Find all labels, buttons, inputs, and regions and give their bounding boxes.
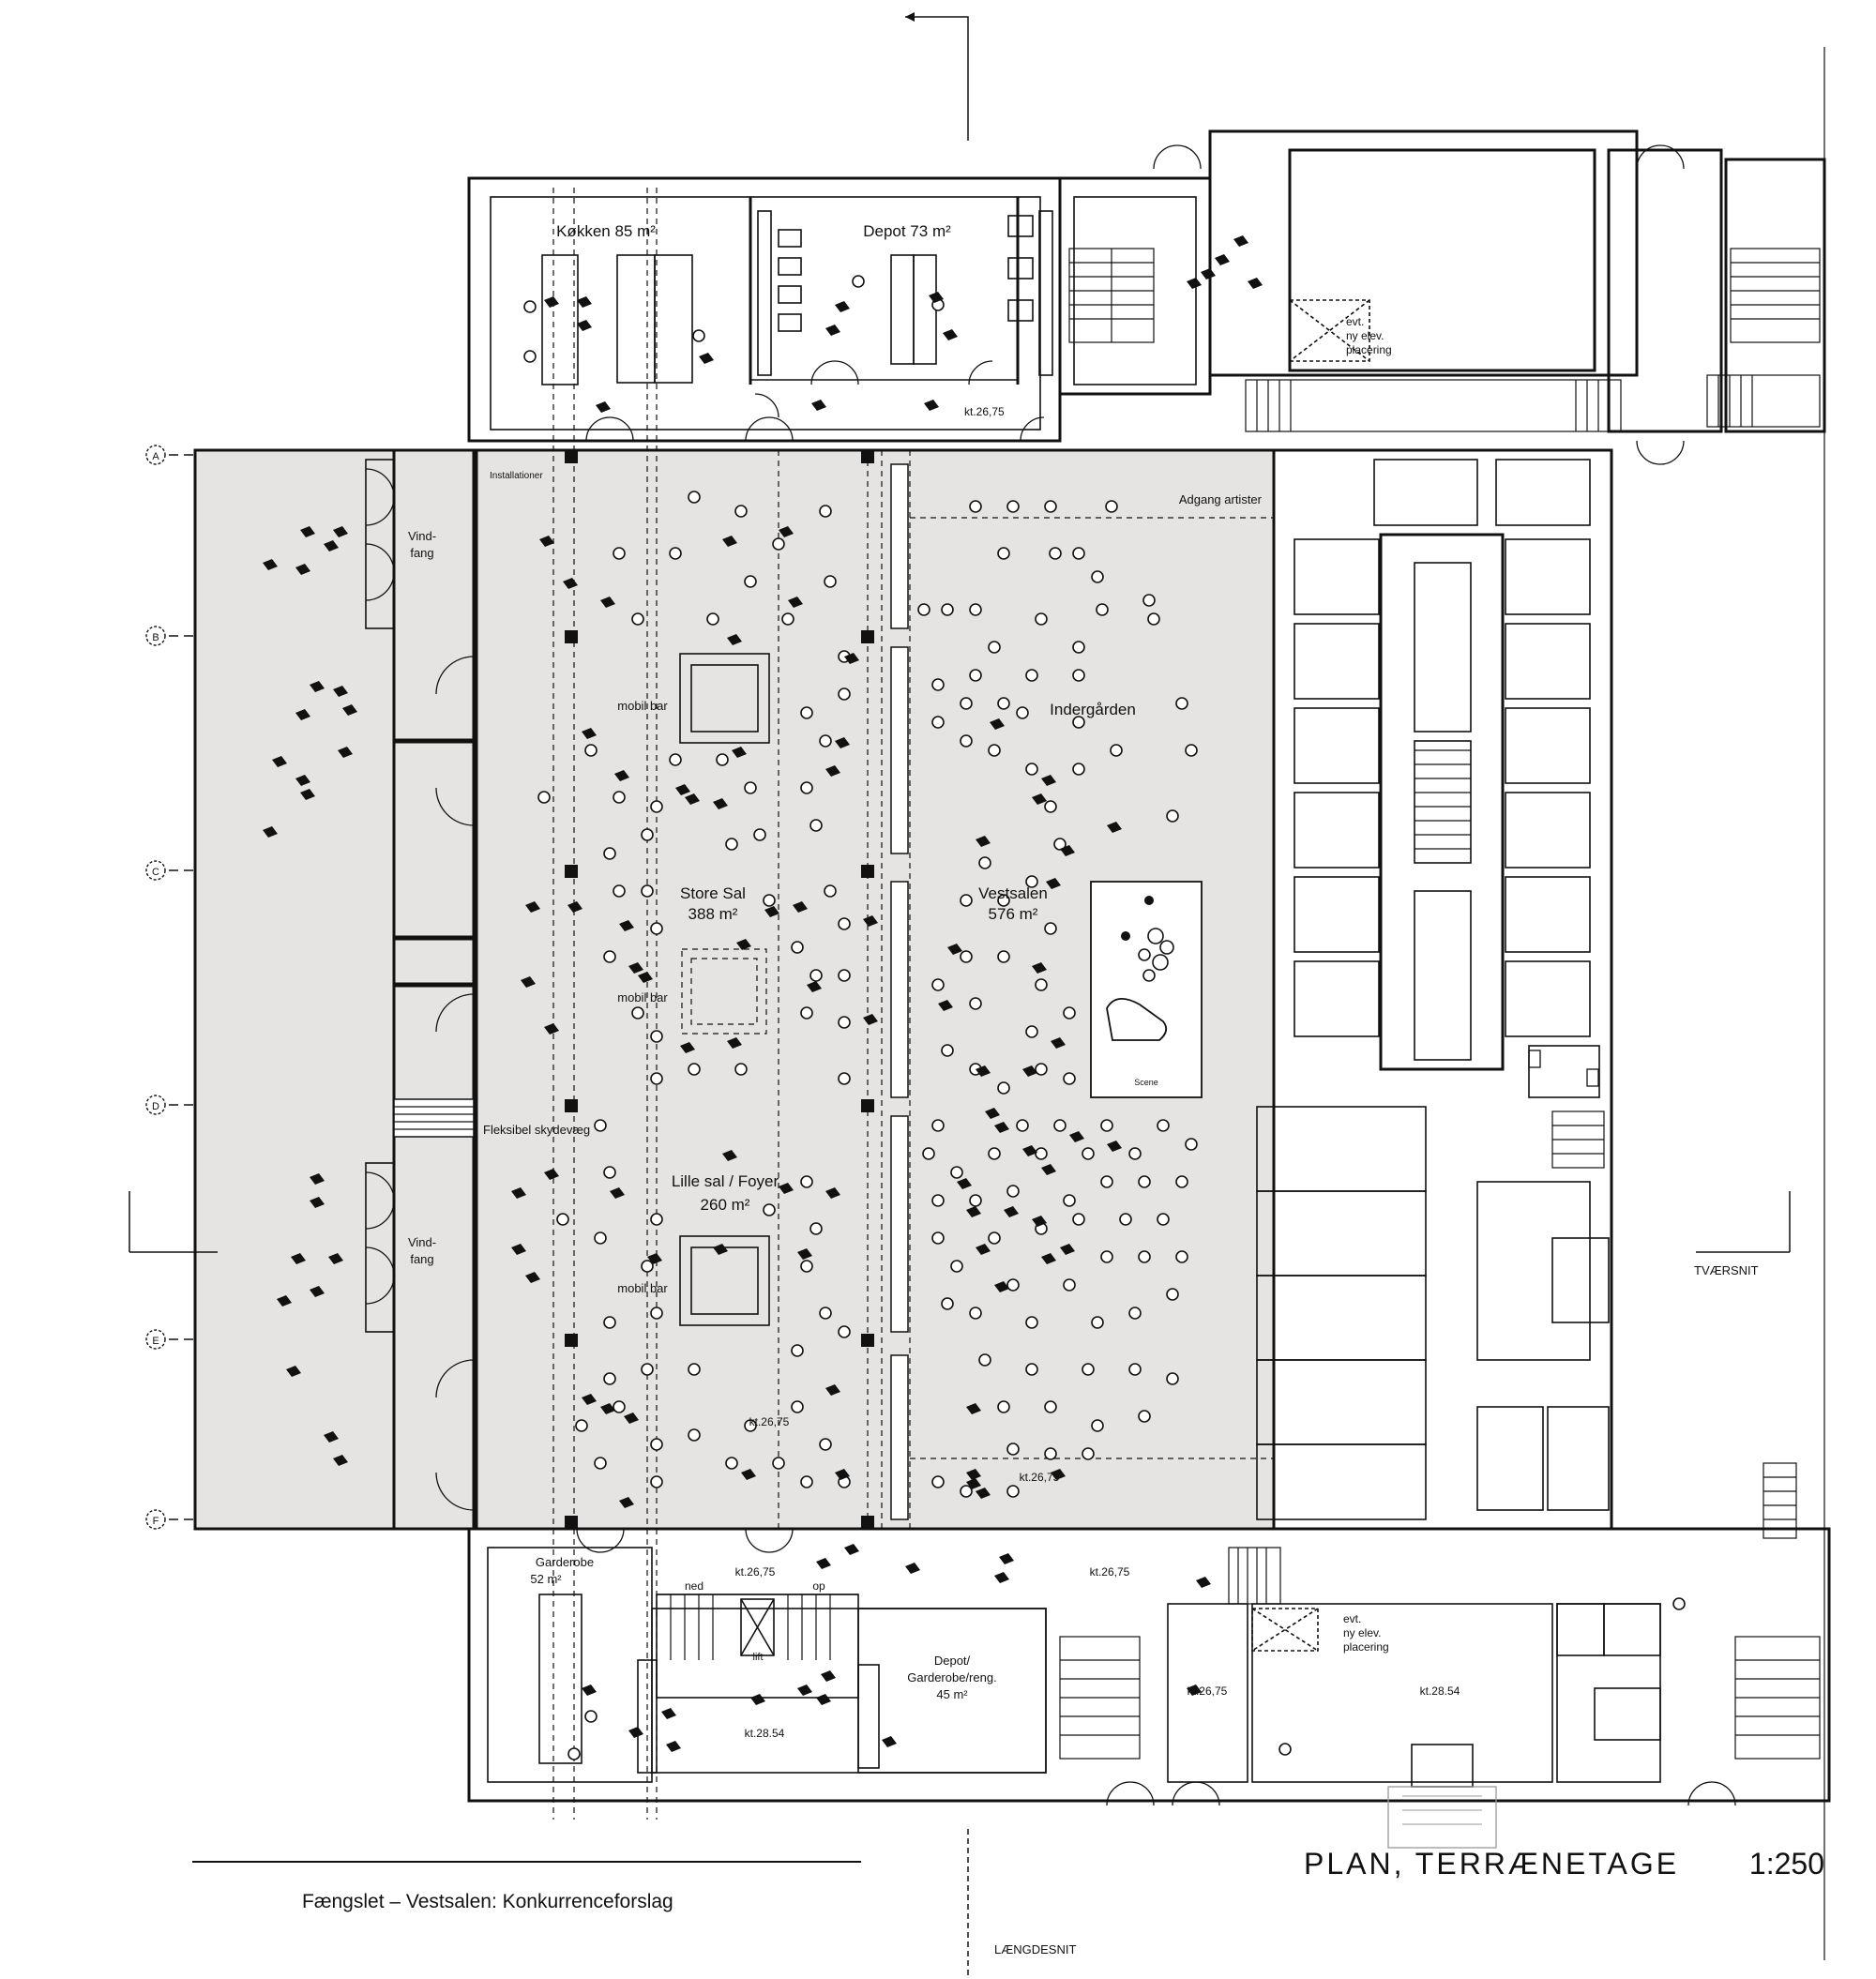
label-stage: Scene xyxy=(1134,1078,1158,1087)
sheet-scale: 1:250 xyxy=(1749,1847,1824,1881)
label-lille-sal-area: 260 m² xyxy=(701,1196,750,1214)
hall-partition xyxy=(890,463,909,1520)
title-block xyxy=(192,47,1825,1960)
project-title: Fængslet – Vestsalen: Konkurrenceforslag xyxy=(302,1891,673,1912)
label-mobile-bar-3: mobil bar xyxy=(617,1281,668,1295)
grid-axis-a-label: A xyxy=(152,451,159,462)
grid-axis-c: C xyxy=(145,860,166,881)
label-windbreak-bottom-2: fang xyxy=(410,1252,433,1266)
label-level-hall-2: kt.26,75 xyxy=(1020,1471,1060,1484)
label-windbreak-bottom-1: Vind- xyxy=(408,1235,436,1249)
label-store-sal-area: 388 m² xyxy=(688,905,738,923)
label-depot-bottom-2: Garderobe/reng. xyxy=(907,1670,996,1684)
label-level-hall-1: kt.26,75 xyxy=(749,1415,790,1428)
label-elevator-top-2: ny elev. xyxy=(1346,329,1384,342)
grid-axis-d: D xyxy=(145,1095,166,1115)
label-courtyard: Indergården xyxy=(1050,701,1136,718)
grid-axis-b: B xyxy=(145,626,166,646)
grid-axis-d-label: D xyxy=(152,1101,159,1112)
label-level-low-3: kt.28.54 xyxy=(1420,1684,1460,1698)
label-depot-bottom-3: 45 m² xyxy=(936,1687,968,1701)
label-mobile-bar-1: mobil bar xyxy=(617,699,668,713)
grid-axis-b-label: B xyxy=(152,632,159,643)
label-vestsalen-name: Vestsalen xyxy=(978,884,1048,902)
section-markers xyxy=(129,12,1791,1979)
label-wardrobe-name: Garderobe xyxy=(536,1555,594,1569)
label-level-low-1: kt.28.54 xyxy=(745,1727,785,1740)
label-store-sal-name: Store Sal xyxy=(680,884,746,902)
stage xyxy=(1090,881,1203,1098)
label-stairs-up: op xyxy=(812,1579,825,1593)
label-wardrobe-area: 52 m² xyxy=(530,1572,562,1586)
sheet-title: PLAN, TERRÆNETAGE xyxy=(1304,1847,1679,1881)
label-elevator-bottom-1: evt. xyxy=(1343,1612,1361,1625)
label-depot-top: Depot 73 m² xyxy=(863,222,951,240)
label-installations: Installationer xyxy=(490,471,543,481)
label-mobile-bar-2: mobil bar xyxy=(617,990,668,1005)
label-elevator-top-1: evt. xyxy=(1346,315,1364,328)
columns xyxy=(565,450,874,1529)
label-section-long: LÆNGDESNIT xyxy=(994,1942,1076,1956)
facade-west xyxy=(365,450,476,1529)
label-level-top: kt.26,75 xyxy=(964,405,1005,418)
grid-axis-c-label: C xyxy=(152,867,159,878)
lounge-chairs xyxy=(263,235,1263,1752)
section-line-long-top xyxy=(905,16,969,141)
label-level-corr-1: kt.26,75 xyxy=(735,1565,776,1579)
grid-axis-markers: A B C D E F xyxy=(145,445,166,1530)
seating-tables xyxy=(523,275,1686,1760)
label-level-low-2: kt.26,75 xyxy=(1188,1684,1228,1698)
grid-axis-e: E xyxy=(145,1329,166,1350)
label-kitchen: Køkken 85 m² xyxy=(556,222,656,240)
label-windbreak-top-1: Vind- xyxy=(408,529,436,543)
label-elevator-top-3: placering xyxy=(1346,343,1392,356)
labels: Køkken 85 m² Depot 73 m² kt.26,75 evt. n… xyxy=(302,222,1824,1956)
grid-axis-e-label: E xyxy=(152,1336,159,1347)
right-cell-block xyxy=(1256,448,1797,1539)
label-lille-sal-name: Lille sal / Foyer xyxy=(672,1172,779,1190)
top-wing xyxy=(467,176,1062,443)
label-windbreak-top-2: fang xyxy=(410,546,433,560)
grid-axis-f: F xyxy=(145,1509,166,1530)
outdoor-canopy-area xyxy=(193,448,478,1531)
label-elevator-bottom-2: ny elev. xyxy=(1343,1626,1381,1639)
top-right-block xyxy=(1058,129,1826,465)
grid-axis-a: A xyxy=(145,445,166,465)
label-level-corr-2: kt.26,75 xyxy=(1090,1565,1130,1579)
label-stairs-down: ned xyxy=(685,1579,704,1593)
grid-axis-f-label: F xyxy=(153,1516,159,1527)
label-elevator-bottom-3: placering xyxy=(1343,1640,1389,1654)
label-vestsalen-area: 576 m² xyxy=(989,905,1038,923)
label-depot-bottom-1: Depot/ xyxy=(934,1654,971,1668)
label-lift: lift xyxy=(753,1652,764,1663)
label-sliding-wall: Fleksibel skydevæg xyxy=(483,1123,590,1137)
label-artist-access: Adgang artister xyxy=(1179,492,1263,506)
label-section-cross: TVÆRSNIT xyxy=(1694,1263,1759,1277)
bottom-wing xyxy=(467,1527,1831,1849)
